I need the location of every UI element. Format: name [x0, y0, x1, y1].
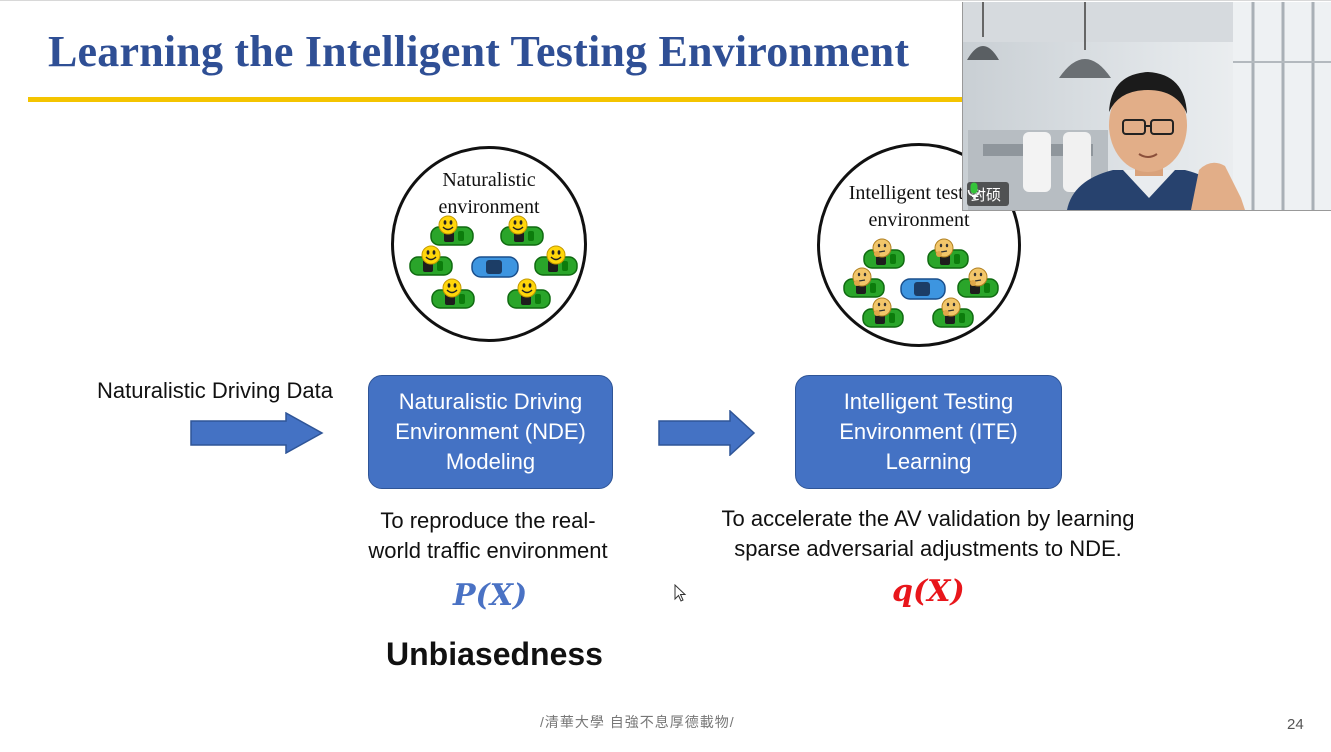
ite-box-line1: Intelligent Testing [843, 389, 1014, 414]
ite-description: To accelerate the AV validation by learn… [680, 504, 1176, 564]
participant-video-feed [963, 2, 1331, 210]
ite-box-line3: Learning [885, 449, 972, 474]
math-q-of-x: q(X) [892, 574, 965, 609]
circle-label-line1: Naturalistic [442, 169, 536, 191]
microphone-icon [967, 182, 981, 199]
slide-title: Learning the Intelligent Testing Environ… [48, 27, 910, 76]
ite-desc-line2: sparse adversarial adjustments to NDE. [734, 536, 1122, 561]
ite-learning-box: Intelligent Testing Environment (ITE) Le… [795, 375, 1062, 489]
mouse-cursor-icon [674, 584, 687, 602]
participant-name-tag: 封硕 [967, 182, 1010, 206]
nde-box-line3: Modeling [445, 449, 536, 474]
participant-name: 封硕 [971, 185, 1002, 204]
ite-desc-line1: To accelerate the AV validation by learn… [721, 506, 1135, 531]
naturalistic-environment-circle: Naturalistic environment [391, 146, 587, 342]
input-arrow [190, 412, 324, 454]
nde-description: To reproduce the real- world traffic env… [340, 506, 636, 566]
input-data-label: Naturalistic Driving Data [97, 378, 333, 403]
nde-desc-line2: world traffic environment [368, 538, 608, 563]
circle-label-line1: Intelligent testing [848, 182, 990, 204]
nde-modeling-box: Naturalistic Driving Environment (NDE) M… [368, 375, 613, 489]
top-divider [0, 0, 1331, 1]
nde-box-line2: Environment (NDE) [395, 419, 586, 444]
nde-desc-line1: To reproduce the real- [380, 508, 596, 533]
process-arrow [658, 410, 756, 456]
page-number: 24 [1287, 716, 1304, 733]
ite-box-line2: Environment (ITE) [839, 419, 1018, 444]
unbiasedness-label: Unbiasedness [386, 636, 603, 672]
nde-box-line1: Naturalistic Driving [398, 389, 583, 414]
title-underline [28, 97, 988, 102]
math-p-of-x: P(X) [453, 578, 528, 613]
circle-label-line2: environment [868, 209, 970, 231]
university-motto-footer: /清華大學 自強不息厚德載物/ [540, 714, 735, 730]
naturalistic-cars-illustration [409, 215, 578, 309]
circle-label-line2: environment [438, 196, 540, 218]
video-call-thumbnail[interactable]: 封硕 [962, 2, 1331, 211]
